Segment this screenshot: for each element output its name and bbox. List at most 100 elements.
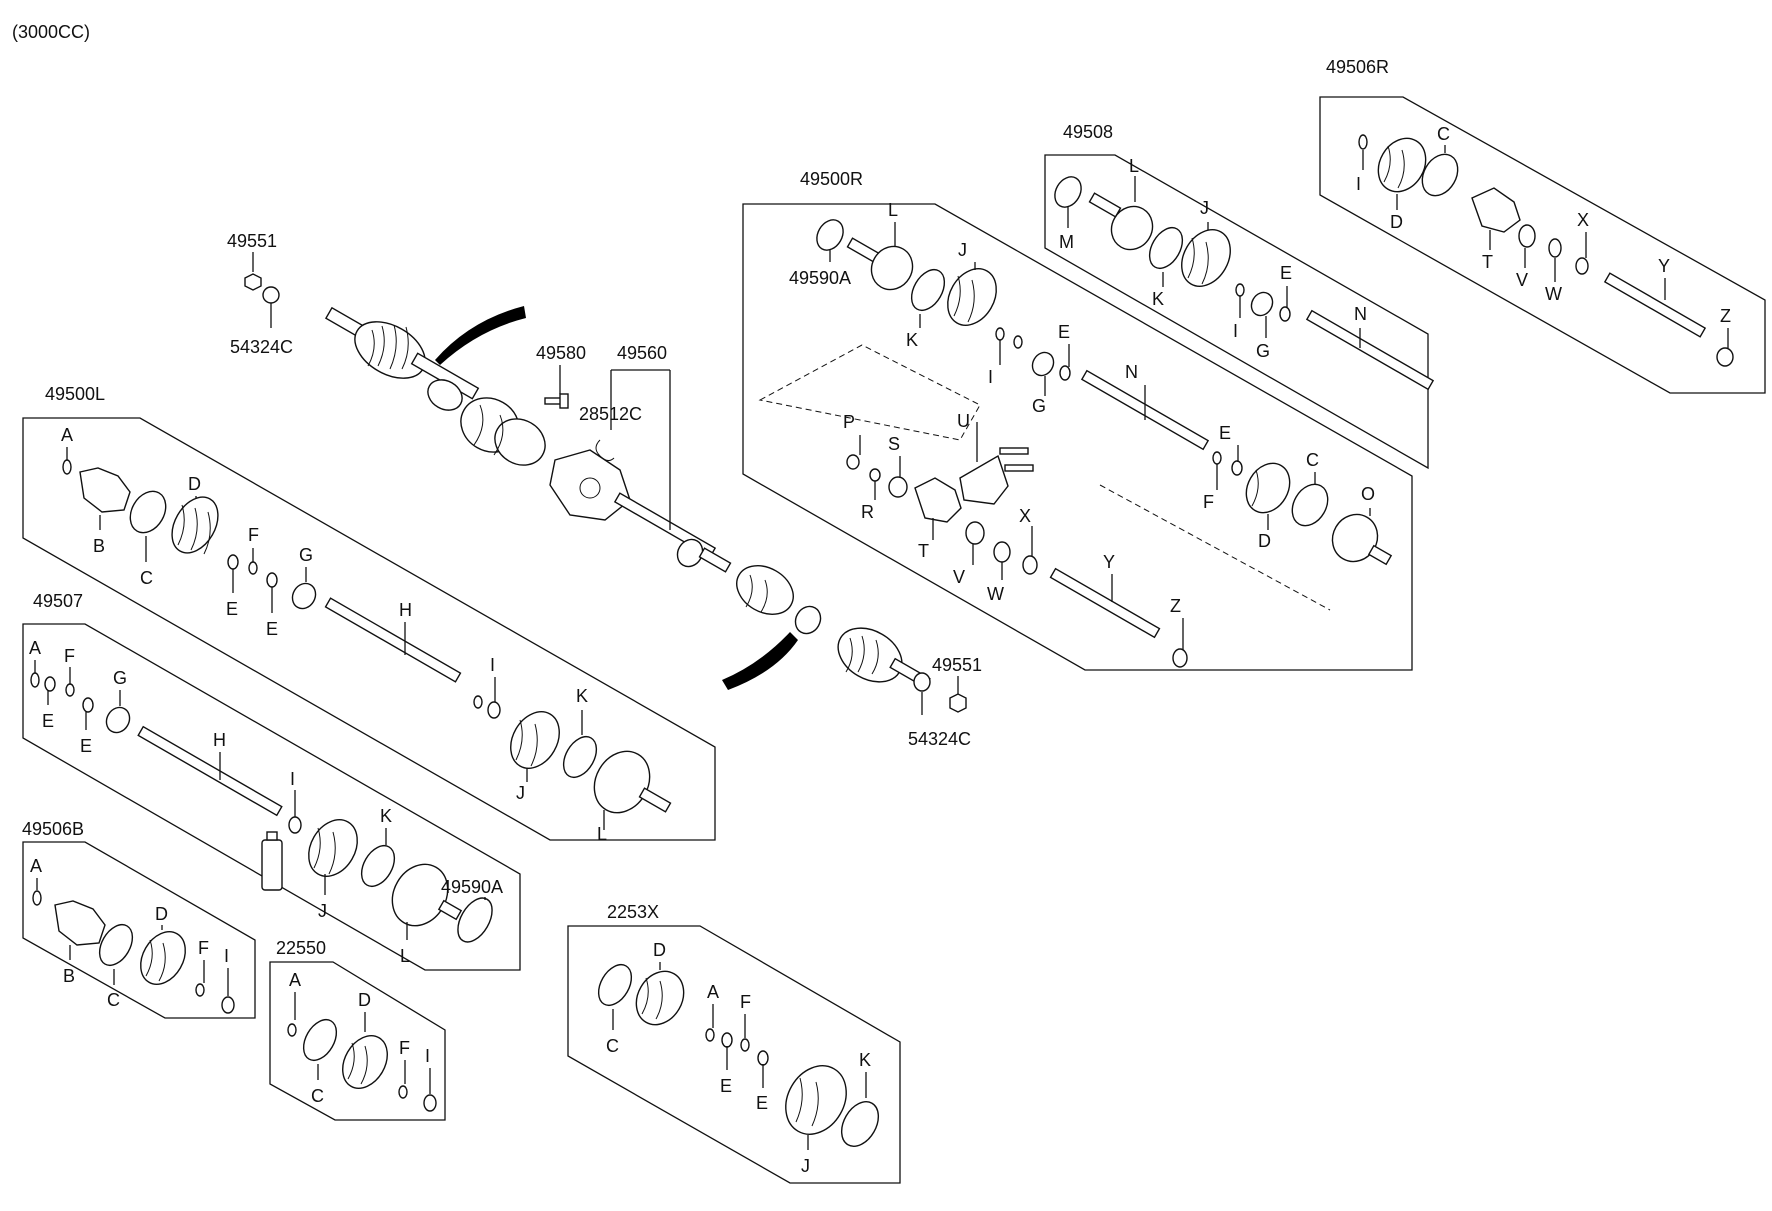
parts-49507 [30,660,493,943]
callout-labels: (3000CC) 49551 54324C 49580 49560 28512C… [12,22,1731,1176]
callout-label: B [93,536,105,556]
callout-label: 54324C [908,729,971,749]
parts-49506B [32,878,235,1014]
callout-label: H [399,600,412,620]
parts-49508 [1054,176,1435,391]
callout-label: C [1306,450,1319,470]
group-label: 49500L [45,384,105,404]
outline-22550 [269,961,446,1121]
group-label: 2253X [607,902,659,922]
callout-label: C [606,1036,619,1056]
callout-label: E [80,736,92,756]
outline-49506R [1319,96,1766,394]
callout-label: E [226,599,238,619]
callout-label: C [107,990,120,1010]
callout-label: F [740,992,751,1012]
callout-label: E [720,1076,732,1096]
callout-label: 54324C [230,337,293,357]
callout-label: U [957,411,970,431]
callout-label: G [1256,341,1270,361]
callout-label: G [299,545,313,565]
callout-label: I [290,769,295,789]
callout-label: C [311,1086,324,1106]
callout-label: A [30,856,42,876]
callout-label: E [1058,322,1070,342]
callout-label: F [64,646,75,666]
callout-label: L [1129,156,1139,176]
main-drive-shaft-assembly [244,252,967,715]
callout-label: E [42,711,54,731]
callout-label: F [198,938,209,958]
callout-label: K [576,686,588,706]
callout-label: 49551 [227,231,277,251]
callout-label: I [1356,174,1361,194]
callout-label: G [113,668,127,688]
callout-label: X [1577,210,1589,230]
callout-label: D [358,990,371,1010]
group-label: 22550 [276,938,326,958]
callout-label: 49580 [536,343,586,363]
callout-label: E [756,1093,768,1113]
outline-49506B [22,841,256,1019]
outline-49508 [1044,154,1429,470]
callout-label: H [213,730,226,750]
parts-22550 [287,992,437,1112]
callout-label: E [1280,263,1292,283]
parts-2253X [597,962,880,1150]
callout-label: L [888,200,898,220]
callout-label: N [1125,362,1138,382]
callout-label: F [1203,492,1214,512]
callout-label: J [318,901,327,921]
callout-label: Y [1658,256,1670,276]
callout-label: 49551 [932,655,982,675]
callout-label: V [953,567,965,587]
callout-label: A [707,982,719,1002]
group-label: 49507 [33,591,83,611]
callout-label: I [1233,321,1238,341]
callout-label: K [380,806,392,826]
parts-49506R [1358,134,1734,367]
callout-label: V [1516,270,1528,290]
callout-label: S [888,434,900,454]
callout-label: R [861,502,874,522]
callout-label: J [958,240,967,260]
center-bearing-bracket [549,449,631,521]
callout-label: 28512C [579,404,642,424]
callout-label: D [653,940,666,960]
callout-label: T [1482,252,1493,272]
callout-label: M [1059,232,1074,252]
callout-label: A [29,638,41,658]
outline-49500R [742,203,1413,671]
parts-49500L [62,447,672,830]
callout-label: C [140,568,153,588]
callout-label: B [63,966,75,986]
group-label: 49506R [1326,57,1389,77]
callout-label: Y [1103,552,1115,572]
callout-label: F [248,525,259,545]
callout-label: N [1354,304,1367,324]
callout-label: I [224,946,229,966]
callout-label: I [490,655,495,675]
group-label: 49506B [22,819,84,839]
callout-label: 49560 [617,343,667,363]
callout-label: W [1545,284,1562,304]
callout-label: D [188,474,201,494]
inner-divider-49500R [1099,484,1331,611]
callout-label: A [61,425,73,445]
motion-arrow-upper [435,306,526,365]
callout-label: 49590A [789,268,851,288]
callout-label: 49590A [441,877,503,897]
callout-label: L [400,946,410,966]
group-outlines [22,96,1766,1184]
callout-label: I [425,1046,430,1066]
callout-label: D [155,904,168,924]
callout-label: W [987,584,1004,604]
callout-label: Z [1170,596,1181,616]
callout-label: E [266,619,278,639]
callout-label: F [399,1038,410,1058]
callout-label: J [1200,198,1209,218]
callout-label: X [1019,506,1031,526]
parts-49500R [816,219,1393,668]
callout-label: D [1390,212,1403,232]
callout-label: T [918,541,929,561]
